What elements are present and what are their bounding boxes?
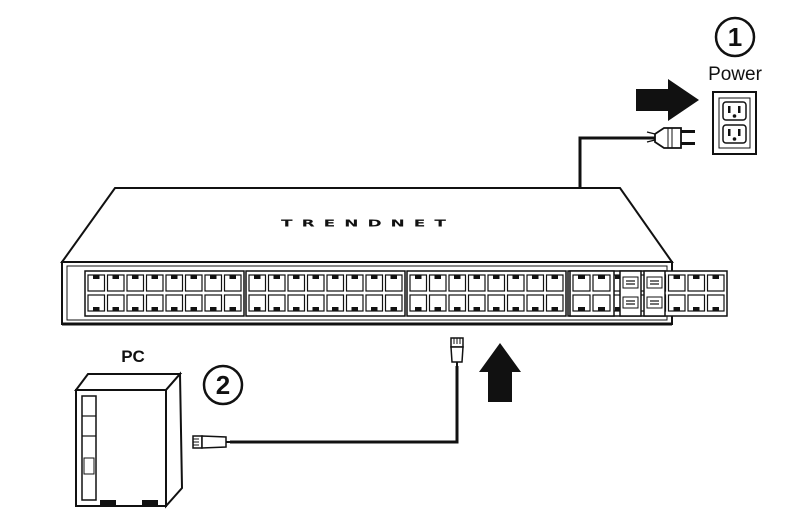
port-latch: [171, 275, 178, 279]
port-latch: [229, 307, 236, 311]
port-latch: [693, 275, 700, 279]
port-latch: [512, 307, 519, 311]
power-plug-icon: [646, 127, 695, 149]
port-latch: [273, 307, 280, 311]
step-2-badge: 2: [202, 364, 244, 406]
port-latch: [532, 275, 539, 279]
port-latch: [390, 275, 397, 279]
port-latch: [293, 275, 300, 279]
ethernet-plug-icon: [450, 337, 464, 367]
port-latch: [434, 307, 441, 311]
port-latch: [254, 307, 261, 311]
port-latch: [254, 275, 261, 279]
port-latch: [332, 307, 339, 311]
port-latch: [351, 275, 358, 279]
port-latch: [673, 275, 680, 279]
port-latch: [473, 275, 480, 279]
port-latch: [293, 307, 300, 311]
port-latch: [473, 307, 480, 311]
port-latch: [712, 275, 719, 279]
port-latch: [578, 307, 585, 311]
sfp-slot: [622, 276, 639, 289]
power-outlet-icon: [712, 91, 757, 155]
pc-label: PC: [121, 347, 145, 366]
port-latch: [415, 275, 422, 279]
port-latch: [693, 307, 700, 311]
sfp-slot: [646, 296, 663, 309]
port-latch: [551, 275, 558, 279]
sfp-slot: [646, 276, 663, 289]
port-latch: [371, 307, 378, 311]
port-latch: [210, 307, 217, 311]
step-1-badge: 1: [714, 16, 756, 58]
power-label: Power: [708, 64, 763, 85]
arrow-up-icon: [479, 343, 521, 402]
port-latch: [93, 307, 100, 311]
port-latch: [390, 307, 397, 311]
port-latch: [112, 275, 119, 279]
port-latch: [454, 307, 461, 311]
step-1-number: 1: [728, 22, 742, 52]
port-latch: [332, 275, 339, 279]
port-latch: [312, 275, 319, 279]
port-latch: [210, 275, 217, 279]
sfp-slot-block: [619, 270, 666, 317]
network-switch: [60, 187, 728, 326]
port-latch: [273, 275, 280, 279]
port-latch: [493, 307, 500, 311]
port-latch: [493, 275, 500, 279]
port-latch: [112, 307, 119, 311]
port-latch: [151, 275, 158, 279]
port-latch: [615, 307, 622, 311]
port-latch: [434, 275, 441, 279]
port-latch: [190, 275, 197, 279]
uplink-port-block: [569, 270, 615, 317]
port-latch: [673, 307, 680, 311]
pc-tower-icon: [74, 371, 184, 509]
port-latch: [371, 275, 378, 279]
port-latch: [132, 307, 139, 311]
port-latch: [93, 275, 100, 279]
arrow-right-icon: [636, 79, 699, 121]
port-latch: [415, 307, 422, 311]
port-latch: [551, 307, 558, 311]
port-latch: [512, 275, 519, 279]
port-latch: [532, 307, 539, 311]
power-cord: [578, 136, 655, 192]
ethernet-plug-pc-icon: [192, 435, 231, 449]
port-latch: [578, 275, 585, 279]
port-latch: [171, 307, 178, 311]
port-latch: [190, 307, 197, 311]
port-latch: [229, 275, 236, 279]
sfp-slot: [622, 296, 639, 309]
step-2-number: 2: [216, 370, 230, 400]
port-latch: [598, 307, 605, 311]
port-latch: [712, 307, 719, 311]
brand-logo: TRENDNET: [281, 219, 455, 230]
port-latch: [312, 307, 319, 311]
ethernet-cable: [230, 366, 459, 444]
port-latch: [454, 275, 461, 279]
port-latch: [351, 307, 358, 311]
port-latch: [151, 307, 158, 311]
port-latch: [598, 275, 605, 279]
port-latch: [132, 275, 139, 279]
port-latch: [615, 275, 622, 279]
